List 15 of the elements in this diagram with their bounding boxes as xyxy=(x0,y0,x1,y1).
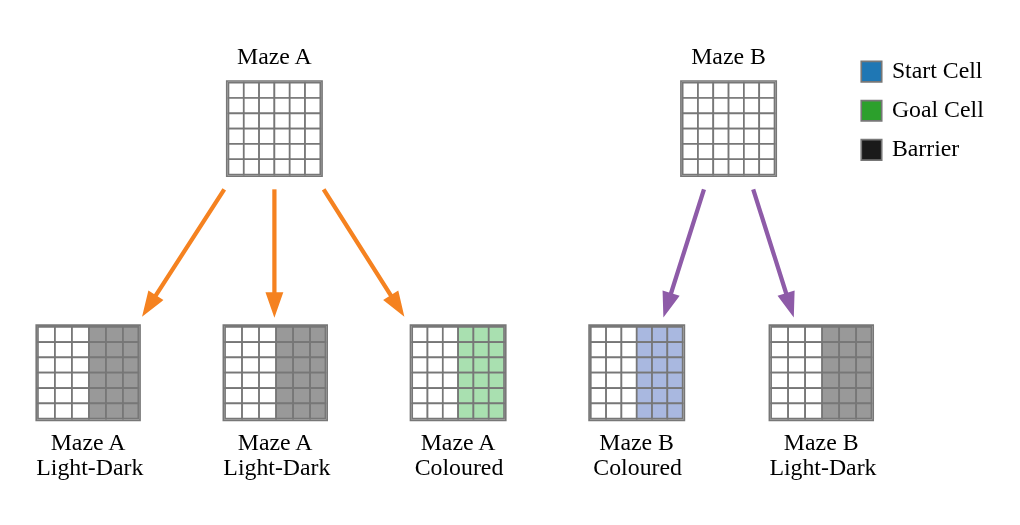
node-label: Maze A xyxy=(50,428,126,455)
node-label: Light-Dark xyxy=(36,453,144,480)
legend-label: Barrier xyxy=(891,134,960,161)
node-label: Coloured xyxy=(414,453,504,480)
node-label: Light-Dark xyxy=(769,453,877,480)
node-label: Maze B xyxy=(691,42,766,69)
node-label: Maze A xyxy=(237,428,313,455)
legend-label: Start Cell xyxy=(891,56,983,83)
legend-label: Goal Cell xyxy=(891,95,984,122)
node-label: Coloured xyxy=(593,453,682,480)
node-label: Maze A xyxy=(236,42,312,69)
node-label: Maze B xyxy=(783,428,859,455)
node-label: Maze B xyxy=(599,428,674,455)
node-label: Light-Dark xyxy=(223,453,331,480)
node-label: Maze A xyxy=(420,428,496,455)
